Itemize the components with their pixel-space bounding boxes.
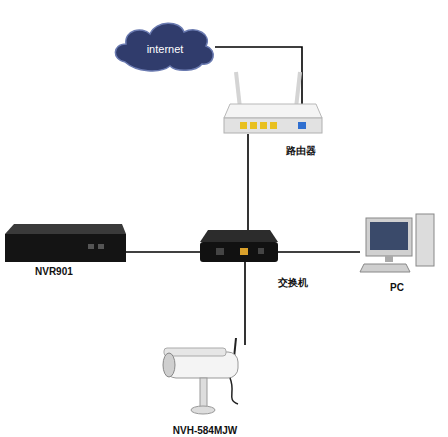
nvr-node: NVR901 [5,224,126,262]
camera-node: NVH-584MJW [160,345,250,415]
router-wan-port [298,122,306,129]
network-cable [247,134,249,230]
network-cable [244,262,246,345]
device-label: PC [390,282,404,293]
router-front [224,118,322,133]
nvr-front [5,234,126,262]
network-cable [215,47,302,104]
pc-screen [370,222,408,250]
router-port [260,122,267,129]
pc-keyboard [360,264,410,272]
camera-lens [163,353,175,377]
pc-node: PC [360,214,436,274]
router-port [270,122,277,129]
device-label: NVR901 [35,266,73,277]
camera-cable [230,378,238,404]
network-cable [126,251,200,253]
device-label: NVH-584MJW [173,425,237,436]
nvr-button [88,244,94,249]
pc-monitor [366,218,412,256]
nvr-top [5,224,126,234]
switch-node: 交换机 [200,230,278,262]
camera-bracket [200,378,207,408]
router-port [240,122,247,129]
router-antenna [296,72,300,108]
camera-sunshield [164,348,226,356]
switch-top [200,230,278,242]
switch-front [200,242,278,262]
router-top [224,104,322,118]
router-antenna [236,72,240,108]
cloud-label: internet [147,43,184,55]
switch-port [216,248,224,255]
cloud-node: internet [115,22,215,72]
router-node: 路由器 [224,104,322,134]
cloud-shape [115,23,213,71]
nvr-button [98,244,104,249]
pc-stand [385,256,393,262]
pc-tower [416,214,434,266]
network-cable [278,251,360,253]
switch-port [258,248,264,254]
device-label: 路由器 [286,144,316,158]
router-port [250,122,257,129]
device-label: 交换机 [278,276,308,290]
camera-base [191,406,215,414]
switch-port [240,248,248,255]
